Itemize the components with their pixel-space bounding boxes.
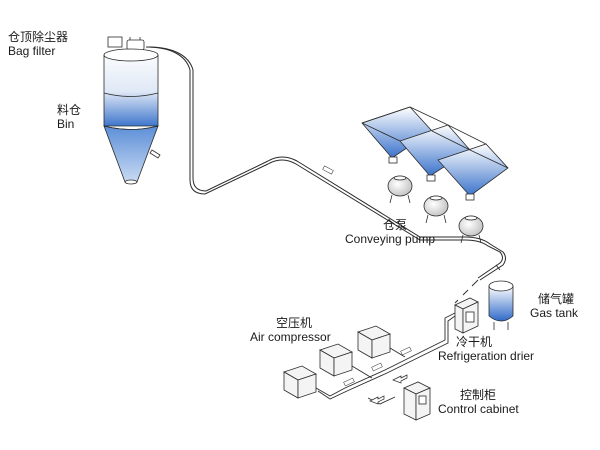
- gas-tank: [488, 280, 514, 330]
- bin-label-zh: 料仓: [57, 103, 82, 117]
- bag-filter-cap: [126, 39, 145, 51]
- gas-tank-label-zh: 储气罐: [538, 292, 575, 306]
- hoppers: [361, 106, 509, 201]
- pump-2: [423, 195, 449, 224]
- conveying-pump-label-en: Conveying pump: [345, 231, 436, 246]
- air-compressors: [283, 325, 391, 399]
- bin-label-en: Bin: [57, 116, 75, 131]
- air-compressor-label-zh: 空压机: [276, 316, 313, 330]
- bin: [103, 36, 161, 185]
- air-line: [454, 264, 501, 304]
- compressor-2: [319, 343, 353, 377]
- compressed-air-lines: [315, 312, 456, 405]
- compressor-1: [283, 365, 317, 399]
- gas-tank-label-en: Gas tank: [530, 305, 579, 320]
- pump-3: [458, 215, 484, 244]
- bin-label: 料仓 Bin: [57, 103, 82, 132]
- refrigeration-drier: [454, 297, 479, 334]
- air-compressor-label: 空压机 Air compressor: [250, 316, 331, 345]
- bin-cone: [103, 125, 159, 183]
- conveying-pump-label-zh: 仓泵: [383, 218, 408, 232]
- air-compressor-label-en: Air compressor: [250, 329, 331, 344]
- bag-filter-label-en: Bag filter: [8, 43, 56, 58]
- pump-1: [387, 175, 413, 204]
- flow-arrows: [369, 374, 408, 405]
- compressor-3: [357, 325, 391, 359]
- conveying-pump-label: 仓泵 Conveying pump: [345, 218, 436, 247]
- pipe-tags: [322, 165, 412, 387]
- conveying-pipeline: [145, 46, 506, 281]
- control-cabinet-label-en: Control cabinet: [438, 401, 519, 416]
- control-cabinet: [403, 381, 431, 421]
- gas-tank-label: 储气罐 Gas tank: [530, 292, 579, 321]
- refrigeration-drier-label: 冷干机 Refrigeration drier: [438, 335, 535, 364]
- control-cabinet-label: 控制柜 Control cabinet: [438, 388, 519, 417]
- refrigeration-drier-label-zh: 冷干机: [456, 335, 493, 349]
- bag-filter-body: [107, 36, 123, 48]
- bag-filter-label-zh: 仓顶除尘器: [8, 30, 69, 44]
- refrigeration-drier-label-en: Refrigeration drier: [438, 348, 535, 363]
- conveying-pumps: [387, 175, 484, 244]
- bag-filter-label: 仓顶除尘器 Bag filter: [8, 30, 69, 59]
- control-cabinet-label-zh: 控制柜: [460, 388, 497, 402]
